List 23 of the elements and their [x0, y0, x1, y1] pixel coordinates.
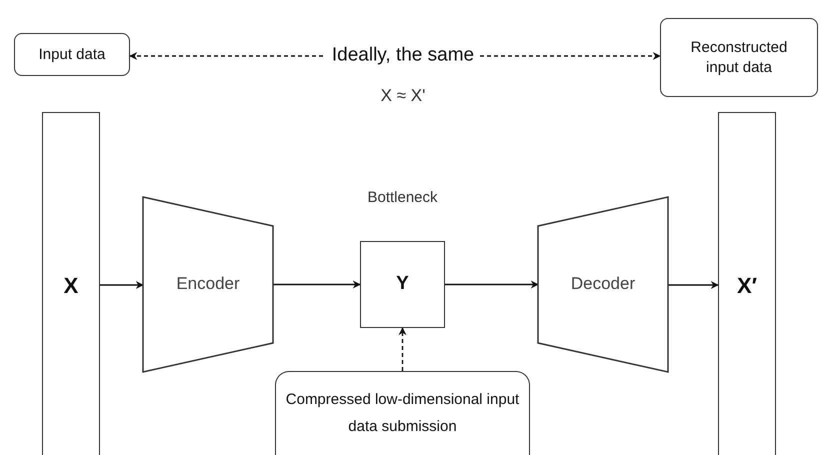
latent-note-box [275, 371, 530, 455]
arrow [668, 281, 719, 289]
variable-label: Y [396, 272, 409, 296]
equation-label: X ≈ X' [380, 86, 426, 106]
node-label: Reconstructed input data [690, 38, 788, 77]
arrow [445, 280, 539, 288]
node-label: Encoder [176, 273, 240, 296]
arrow [100, 281, 144, 289]
arrow [273, 280, 361, 288]
encoder-trapezoid [143, 197, 273, 372]
dashed-arrow [398, 327, 406, 371]
output-vector-bar [718, 112, 776, 455]
variable-label: X [64, 272, 78, 300]
node-label: Decoder [570, 273, 636, 296]
input-box [14, 33, 130, 76]
bottleneck-box [360, 241, 445, 328]
caption-label: Bottleneck [367, 189, 438, 206]
output-box [660, 18, 818, 97]
variable-label: X′ [737, 272, 757, 300]
node-label: Compressed low-dimensional input data submission [284, 390, 520, 436]
node-label: Input data [38, 44, 106, 64]
decoder-trapezoid [538, 197, 668, 372]
input-vector-bar [42, 112, 100, 455]
